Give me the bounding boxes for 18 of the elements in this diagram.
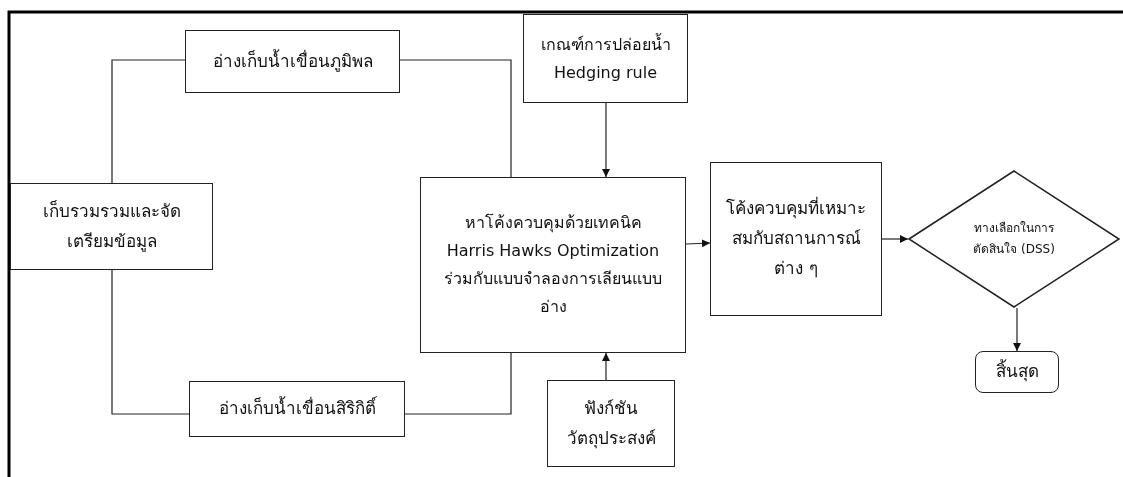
connector-line bbox=[111, 269, 190, 415]
arrow bbox=[602, 352, 610, 381]
process-box: เกณฑ์การปล่อยน้ำ Hedging rule bbox=[523, 14, 688, 103]
connector-line bbox=[404, 352, 512, 415]
connector-line bbox=[399, 59, 512, 178]
process-box: โค้งควบคุมที่เหมาะสมกับสถานการณ์ต่าง ๆ bbox=[710, 162, 882, 316]
arrow bbox=[602, 102, 610, 178]
process-box: หาโค้งควบคุมด้วยเทคนิค Harris Hawks Optimization ร่วมกับแบบจำลองการเลียนแบบอ่าง bbox=[420, 177, 686, 353]
process-box: ฟังก์ชันวัตถุประสงค์ bbox=[547, 380, 675, 467]
terminal-box: สิ้นสุด bbox=[975, 351, 1059, 393]
process-box: อ่างเก็บน้ำเขื่อนสิริกิติ์ bbox=[189, 381, 405, 437]
arrow bbox=[685, 239, 711, 248]
process-box: เก็บรวมรวมและจัดเตรียมข้อมูล bbox=[10, 183, 213, 270]
process-box: อ่างเก็บน้ำเขื่อนภูมิพล bbox=[185, 30, 400, 93]
arrow bbox=[881, 235, 909, 243]
decision-diamond: ทางเลือกในการตัดสินใจ (DSS) bbox=[908, 170, 1120, 308]
connector-line bbox=[111, 59, 186, 184]
arrow bbox=[1013, 307, 1021, 352]
